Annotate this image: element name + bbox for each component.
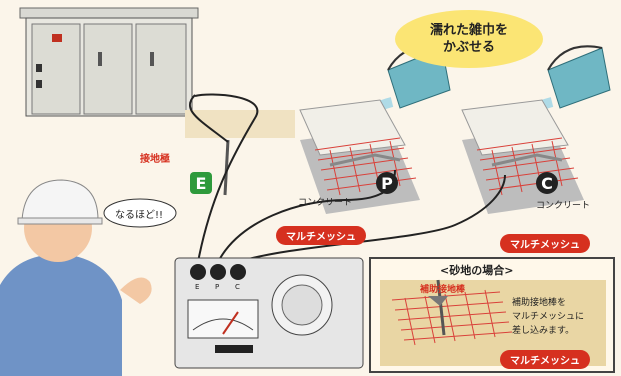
meter-terminal-p: P <box>215 283 220 291</box>
meter-terminal-c: C <box>235 283 240 291</box>
aux-electrode-label: 補助接地棒 <box>420 285 466 295</box>
bubble-line-2: かぶせる <box>442 40 495 55</box>
terminal-p-marker: P <box>376 172 398 194</box>
test-leads <box>188 93 506 263</box>
terminal-e-letter: E <box>195 173 207 193</box>
terminal-c-letter: C <box>541 173 553 193</box>
earth-resistance-meter <box>174 257 364 369</box>
inset-note-line-3: 差し込みます。 <box>512 326 575 336</box>
concrete-label-p: コンクリート <box>298 198 353 208</box>
inset-note-line-2: マルチメッシュに <box>512 312 585 322</box>
worker-illustration <box>0 179 152 376</box>
speech-text: なるほど!! <box>115 210 164 221</box>
inset-title: <砂地の場合> <box>440 264 514 277</box>
terminal-p-letter: P <box>381 173 393 193</box>
concrete-label-c: コンクリート <box>536 201 591 211</box>
concrete-slab-c <box>461 99 584 214</box>
speech-bubble <box>103 198 177 228</box>
meter-terminal-e: E <box>195 283 200 291</box>
instruction-bubble: 濡れた雑巾を かぶせる <box>395 10 543 68</box>
multi-mesh-label-p: マルチメッシュ <box>276 226 366 245</box>
ground-rod <box>223 139 230 196</box>
sand-inset <box>369 257 615 373</box>
inset-note-line-1: 補助接地棒を <box>512 298 567 308</box>
inset-note: 補助接地棒を マルチメッシュに 差し込みます。 <box>512 296 584 338</box>
multi-mesh-label-c: マルチメッシュ <box>500 234 590 253</box>
electrical-cabinet <box>19 7 199 117</box>
multi-mesh-label-inset: マルチメッシュ <box>500 350 590 369</box>
terminal-e-marker: E <box>190 172 212 194</box>
terminal-c-marker: C <box>536 172 558 194</box>
bubble-line-1: 濡れた雑巾を <box>429 23 508 38</box>
ground-electrode-label: 接地極 <box>140 154 170 165</box>
